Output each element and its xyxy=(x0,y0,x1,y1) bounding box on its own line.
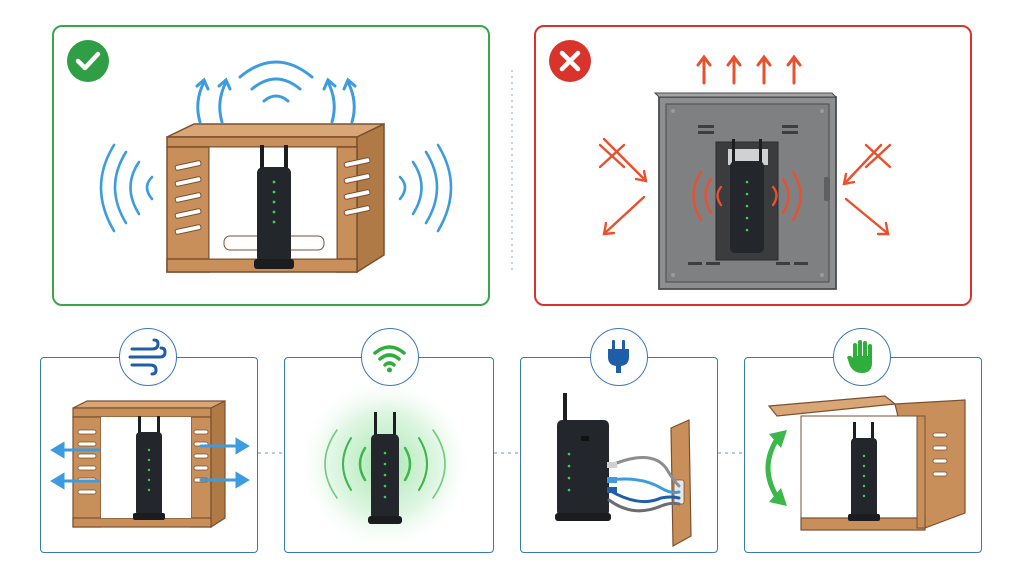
hand-icon xyxy=(833,328,891,386)
tip-signal-panel xyxy=(284,357,494,553)
open-wooden-cabinet-illustration xyxy=(99,60,453,274)
wifi-icon xyxy=(361,328,419,386)
good-placement-panel xyxy=(52,25,490,306)
closed-metal-cabinet-illustration xyxy=(598,54,892,290)
router-device xyxy=(254,145,294,269)
tip-power-panel xyxy=(520,357,718,553)
plug-icon xyxy=(590,328,648,386)
tip-ventilation-panel xyxy=(40,357,258,553)
open-lid-cabinet-illustration xyxy=(765,395,966,531)
router-signal-illustration xyxy=(297,376,473,552)
checkmark-icon xyxy=(66,39,110,83)
router-cables-illustration xyxy=(555,393,692,548)
tip-access-panel xyxy=(744,357,982,553)
vented-cabinet-illustration xyxy=(50,400,250,529)
x-icon xyxy=(548,39,592,83)
bad-placement-panel xyxy=(534,25,972,306)
wind-icon xyxy=(119,328,177,386)
